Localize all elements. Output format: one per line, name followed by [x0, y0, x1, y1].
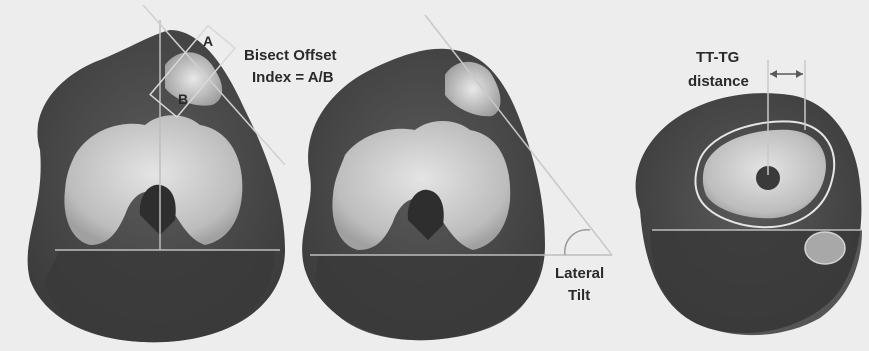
caption-bisect-line1: Bisect Offset: [244, 47, 337, 64]
fibula-head-right: [805, 232, 845, 264]
panel-bisect-offset: A B Bisect Offset Index = A/B: [28, 5, 337, 342]
label-a: A: [203, 33, 213, 49]
panel-tt-tg: TT-TG distance: [636, 49, 862, 335]
caption-tttg-line1: TT-TG: [696, 49, 739, 66]
caption-tilt-line2: Tilt: [568, 287, 590, 304]
caption-tilt-line1: Lateral: [555, 265, 604, 282]
arrowhead-right: [796, 70, 803, 78]
label-b: B: [178, 91, 188, 107]
posterior-tissue-left: [45, 250, 275, 342]
posterior-tissue-middle: [315, 255, 540, 340]
arrowhead-left: [770, 70, 777, 78]
panel-lateral-tilt: Lateral Tilt: [302, 15, 612, 340]
tilt-angle-arc: [565, 230, 590, 255]
caption-bisect-line2: Index = A/B: [252, 69, 334, 86]
caption-tttg-line2: distance: [688, 73, 749, 90]
